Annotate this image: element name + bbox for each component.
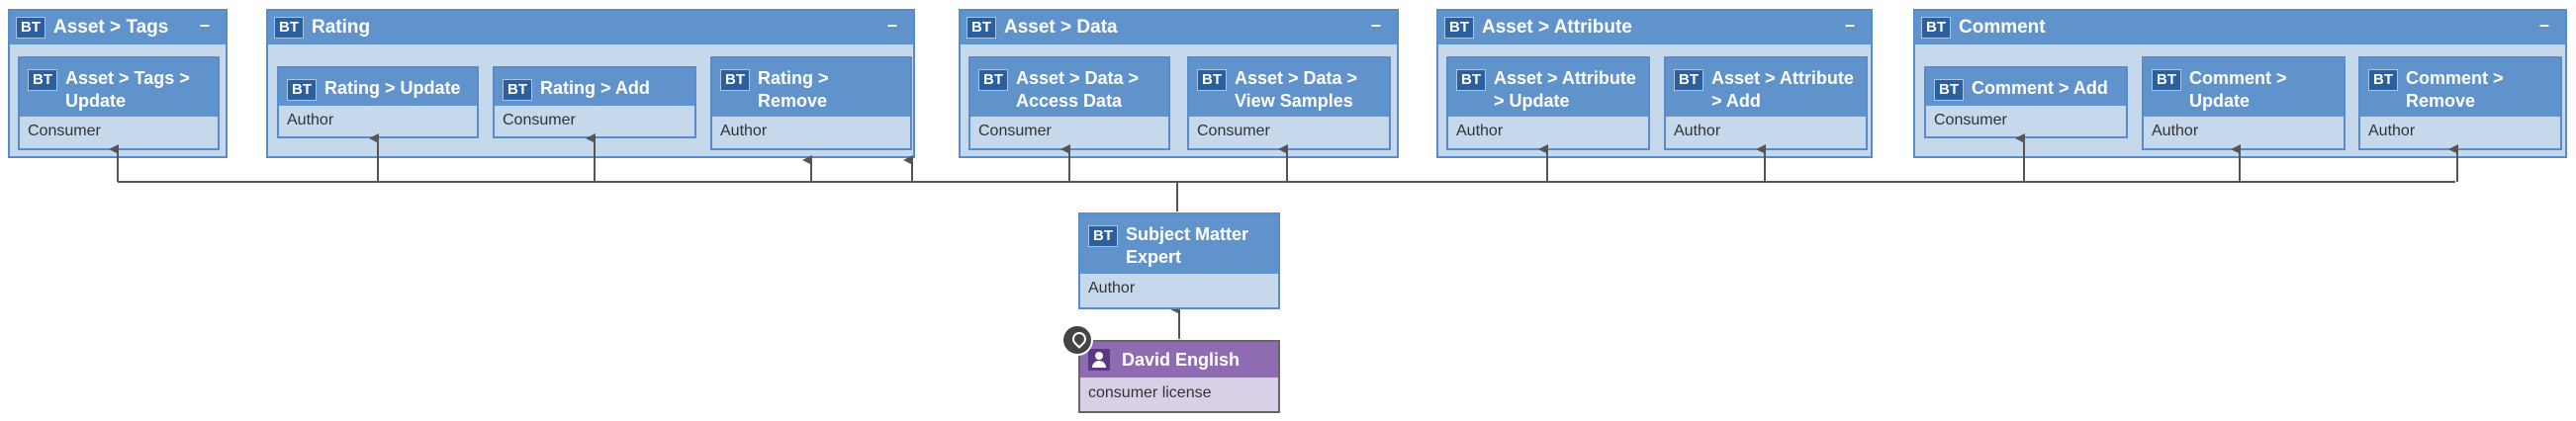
- card-role: Author: [720, 123, 768, 139]
- card-role: Author: [2152, 123, 2199, 139]
- card-header: BT Asset > Attribute> Update: [1448, 58, 1648, 117]
- bt-badge-icon: BT: [1934, 79, 1964, 101]
- bt-badge-icon: BT: [720, 69, 750, 91]
- card-title: Rating > Update: [324, 78, 461, 98]
- bt-badge-icon: BT: [978, 69, 1008, 91]
- card-asset-attribute-update[interactable]: BT Asset > Attribute> Update Author: [1446, 56, 1650, 150]
- card-title: Asset > Attribute> Add: [1711, 68, 1854, 111]
- card-rating-remove[interactable]: BT Rating >Remove Author: [710, 56, 912, 150]
- collapse-icon[interactable]: –: [886, 15, 897, 35]
- group-asset-data[interactable]: BT Asset > Data – BT Asset > Data >Acces…: [959, 9, 1399, 158]
- card-role: Author: [2368, 123, 2416, 139]
- card-asset-data-access[interactable]: BT Asset > Data >Access Data Consumer: [968, 56, 1170, 150]
- group-header: BT Asset > Attribute –: [1438, 11, 1871, 44]
- card-header: BT Asset > Tags >Update: [20, 58, 218, 117]
- card-header: BT Asset > Data >View Samples: [1189, 58, 1389, 117]
- bt-badge-icon: BT: [1088, 225, 1118, 247]
- card-header: BT Comment > Add: [1926, 68, 2126, 106]
- bt-badge-icon: BT: [274, 17, 304, 39]
- card-header: BT Comment >Remove: [2360, 58, 2560, 117]
- bt-badge-icon: BT: [2368, 69, 2398, 91]
- bt-badge-icon: BT: [1674, 69, 1703, 91]
- group-header: BT Comment –: [1915, 11, 2565, 44]
- bt-badge-icon: BT: [2152, 69, 2181, 91]
- card-title: Asset > Data >View Samples: [1235, 68, 1358, 111]
- person-license: consumer license: [1088, 384, 1212, 401]
- bt-badge-icon: BT: [16, 17, 46, 39]
- card-header: BT Asset > Data >Access Data: [970, 58, 1168, 117]
- card-rating-update[interactable]: BT Rating > Update Author: [277, 66, 479, 138]
- group-header: BT Rating –: [268, 11, 913, 44]
- person-name: David English: [1122, 349, 1241, 370]
- card-header: BT Rating > Add: [495, 68, 694, 106]
- card-title: Rating > Add: [540, 78, 650, 98]
- card-role: Consumer: [1197, 123, 1270, 139]
- person-card-david-english[interactable]: David English consumer license: [1078, 340, 1280, 413]
- card-asset-tags-update[interactable]: BT Asset > Tags >Update Consumer: [18, 56, 220, 150]
- card-role: Consumer: [1934, 112, 2007, 128]
- card-role: Consumer: [503, 112, 576, 128]
- card-role: Consumer: [28, 123, 101, 139]
- group-rating[interactable]: BT Rating – BT Rating > Update Author BT…: [266, 9, 915, 158]
- bt-badge-icon: BT: [503, 79, 532, 101]
- card-header: BT Comment >Update: [2144, 58, 2344, 117]
- card-header: BT Asset > Attribute> Add: [1666, 58, 1866, 117]
- card-role: Author: [1456, 123, 1504, 139]
- card-title: Comment >Update: [2189, 68, 2287, 111]
- card-comment-update[interactable]: BT Comment >Update Author: [2142, 56, 2346, 150]
- bt-badge-icon: BT: [28, 69, 57, 91]
- group-header: BT Asset > Data –: [961, 11, 1397, 44]
- bt-badge-icon: BT: [1444, 17, 1474, 39]
- group-title: Asset > Tags: [53, 17, 169, 38]
- bt-badge-icon: BT: [287, 79, 317, 101]
- card-title: Rating >Remove: [758, 68, 829, 111]
- card-comment-add[interactable]: BT Comment > Add Consumer: [1924, 66, 2128, 138]
- card-role: Consumer: [978, 123, 1052, 139]
- card-comment-remove[interactable]: BT Comment >Remove Author: [2358, 56, 2562, 150]
- collapse-icon[interactable]: –: [1844, 15, 1855, 35]
- card-title: Comment > Add: [1972, 78, 2108, 98]
- location-pin-icon[interactable]: [1061, 324, 1093, 356]
- group-asset-attribute[interactable]: BT Asset > Attribute – BT Asset > Attrib…: [1436, 9, 1873, 158]
- card-header: BT Rating >Remove: [712, 58, 910, 117]
- card-asset-data-view-samples[interactable]: BT Asset > Data >View Samples Consumer: [1187, 56, 1391, 150]
- card-title: Comment >Remove: [2406, 68, 2504, 111]
- group-header: BT Asset > Tags –: [10, 11, 226, 44]
- group-comment[interactable]: BT Comment – BT Comment > Add Consumer B…: [1913, 9, 2567, 158]
- group-asset-tags[interactable]: BT Asset > Tags – BT Asset > Tags >Updat…: [8, 9, 228, 158]
- user-icon: [1088, 349, 1110, 371]
- group-title: Asset > Data: [1004, 17, 1118, 38]
- card-title: Asset > Attribute> Update: [1494, 68, 1636, 111]
- bt-badge-icon: BT: [966, 17, 996, 39]
- group-title: Comment: [1959, 17, 2046, 38]
- card-role: Author: [1088, 280, 1136, 296]
- card-title: Asset > Data >Access Data: [1016, 68, 1140, 111]
- collapse-icon[interactable]: –: [1370, 15, 1381, 35]
- bt-badge-icon: BT: [1197, 69, 1227, 91]
- collapse-icon[interactable]: –: [199, 15, 210, 35]
- collapse-icon[interactable]: –: [2538, 15, 2549, 35]
- group-title: Asset > Attribute: [1482, 17, 1632, 38]
- bt-badge-icon: BT: [1921, 17, 1951, 39]
- card-role: Author: [287, 112, 334, 128]
- bt-badge-icon: BT: [1456, 69, 1486, 91]
- person-header: David English: [1080, 342, 1278, 378]
- card-role: Author: [1674, 123, 1721, 139]
- group-title: Rating: [312, 17, 371, 38]
- card-title: Asset > Tags >Update: [65, 68, 190, 111]
- card-header: BT Rating > Update: [279, 68, 477, 106]
